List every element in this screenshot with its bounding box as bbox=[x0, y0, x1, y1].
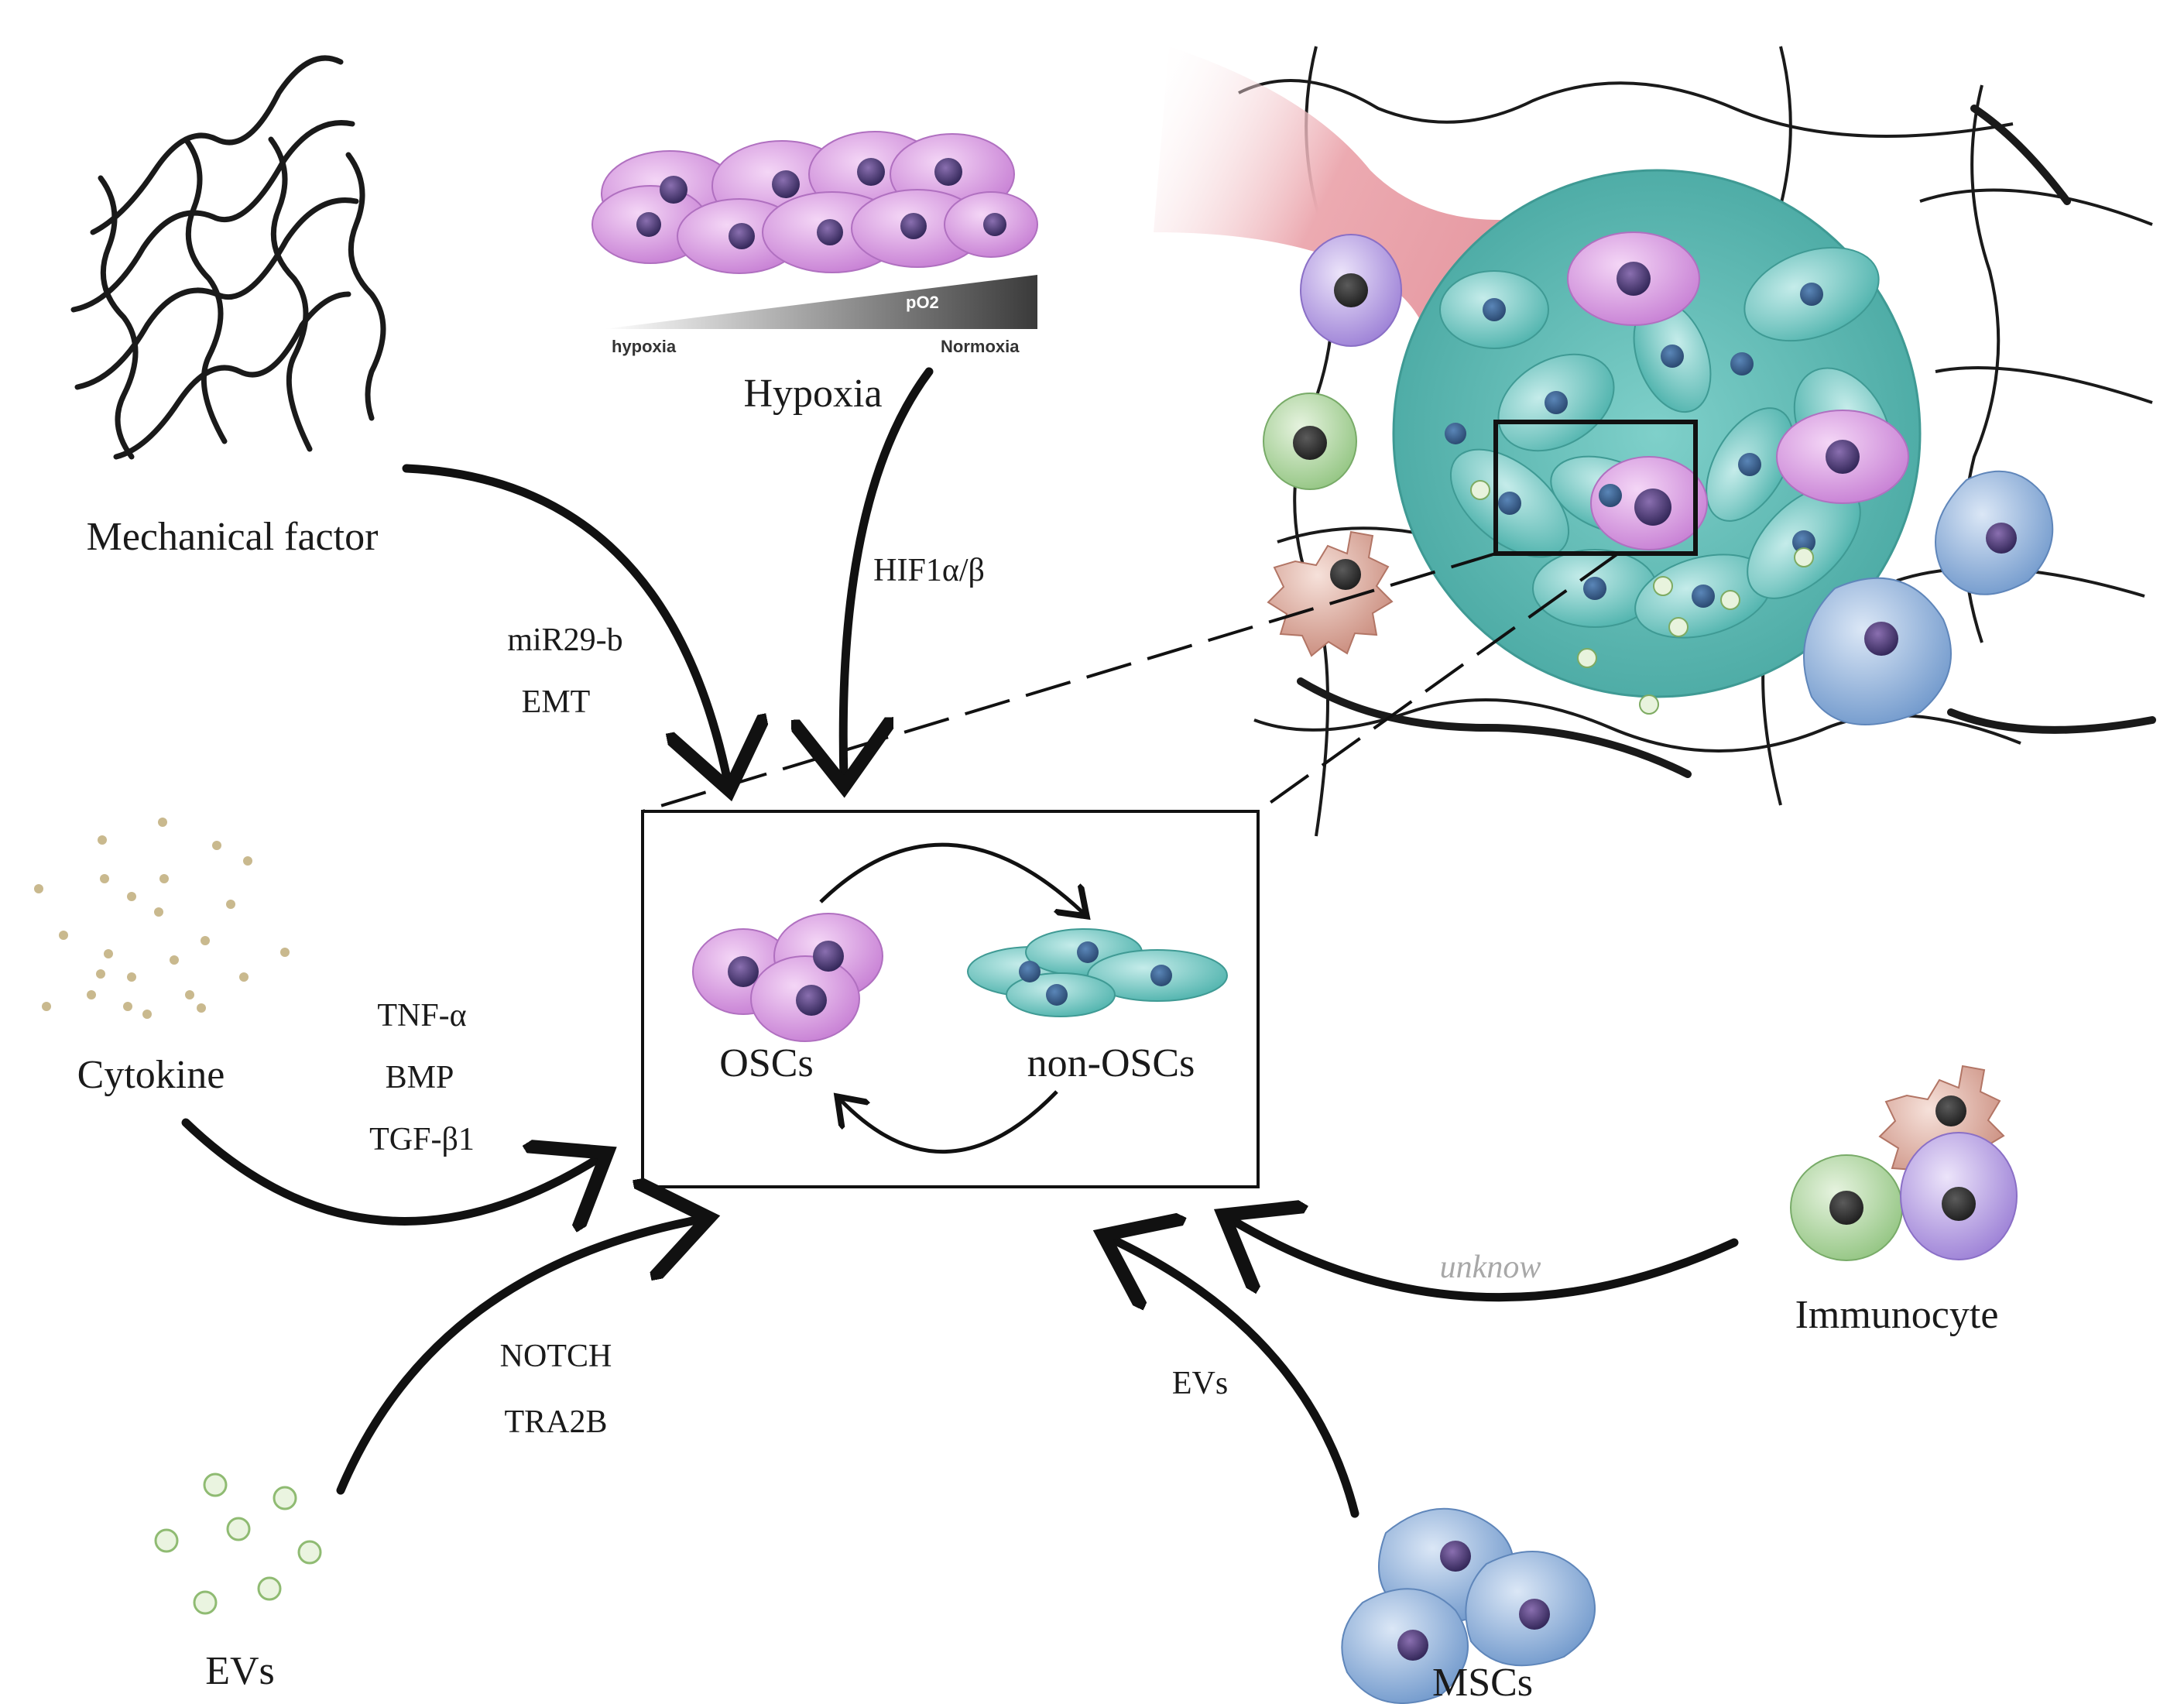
mechanical-mesh-icon bbox=[70, 55, 386, 460]
cytokine-dots-icon bbox=[34, 818, 290, 1019]
mechanical-pathway-2: EMT bbox=[522, 684, 591, 720]
osc-label: OSCs bbox=[719, 1041, 813, 1085]
immunocyte-label: Immunocyte bbox=[1795, 1293, 1999, 1337]
hypoxia-arrow bbox=[843, 367, 934, 778]
gradient-low-label: hypoxia bbox=[612, 337, 677, 356]
mscs-arrow bbox=[1111, 1239, 1359, 1518]
evs-pathway-1: NOTCH bbox=[500, 1339, 612, 1374]
cytokine-pathway-1: TNF-α bbox=[377, 998, 466, 1034]
mechanical-label: Mechanical factor bbox=[87, 515, 379, 559]
hypoxia-pathway: HIF1α/β bbox=[873, 553, 985, 588]
evs-label: EVs bbox=[205, 1649, 275, 1693]
mscs-label: MSCs bbox=[1432, 1661, 1533, 1704]
cytokine-pathway-2: BMP bbox=[386, 1060, 454, 1095]
immunocyte-cells-icon bbox=[1790, 1065, 2018, 1261]
zoom-dashed-lines bbox=[642, 552, 1620, 813]
evs-vesicles-icon bbox=[154, 1473, 322, 1615]
hypoxia-cells-icon bbox=[591, 131, 1038, 274]
evs-pathway-2: TRA2B bbox=[504, 1404, 607, 1440]
hypoxia-label: Hypoxia bbox=[743, 372, 882, 416]
po2-label: pO2 bbox=[906, 293, 939, 312]
mscs-pathway: EVs bbox=[1172, 1366, 1228, 1401]
cytokine-arrow bbox=[181, 1118, 600, 1221]
immunocyte-pathway: unknow bbox=[1440, 1250, 1541, 1285]
cytokine-label: Cytokine bbox=[77, 1053, 225, 1097]
non-osc-label: non-OSCs bbox=[1027, 1041, 1195, 1085]
mechanical-pathway-1: miR29-b bbox=[507, 622, 622, 658]
mscs-cells-icon bbox=[1341, 1507, 1596, 1704]
tumor-niche-illustration bbox=[1154, 46, 2156, 837]
non-osc-to-osc-arrow bbox=[840, 1090, 1058, 1154]
gradient-high-label: Normoxia bbox=[941, 337, 1020, 356]
cytokine-pathway-3: TGF-β1 bbox=[369, 1122, 475, 1157]
evs-arrow bbox=[336, 1219, 701, 1495]
osc-cluster-icon bbox=[692, 913, 883, 1042]
immunocyte-arrow bbox=[1231, 1219, 1739, 1302]
osc-to-non-osc-arrow bbox=[819, 842, 1084, 914]
non-osc-cluster-icon bbox=[967, 928, 1228, 1017]
po2-gradient-bar bbox=[604, 275, 1037, 329]
mechanical-arrow bbox=[402, 464, 728, 782]
